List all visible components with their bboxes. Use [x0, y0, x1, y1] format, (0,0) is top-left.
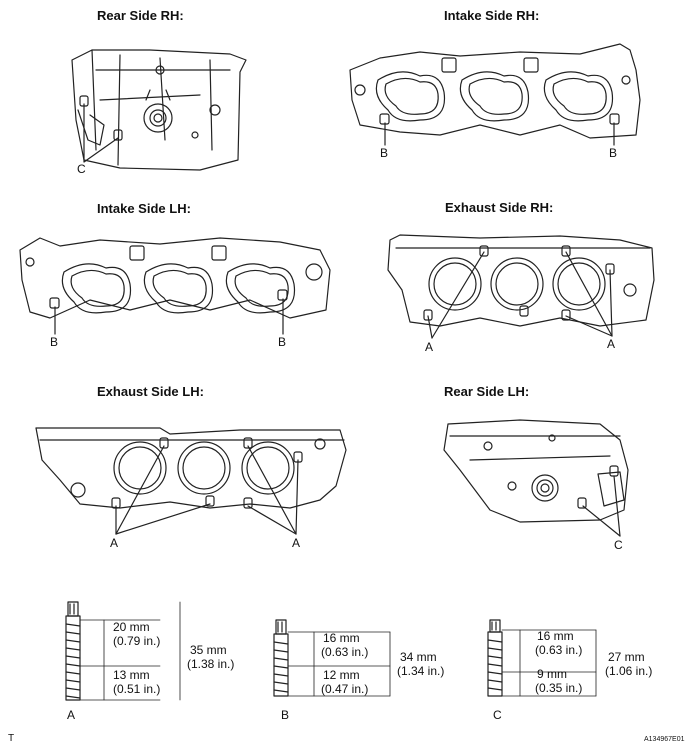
- stud-b-upper-in: (0.63 in.): [321, 645, 369, 659]
- callout-b-intake-lh-right: B: [278, 335, 287, 349]
- callout-a-exhaust-lh-left: A: [110, 536, 119, 550]
- view-title-exhaust-side-rh: Exhaust Side RH:: [445, 200, 554, 215]
- callout-c-rear-lh: C: [614, 538, 623, 552]
- rear-side-lh-view: [443, 419, 629, 523]
- rear-lh-c-leaders: [582, 475, 621, 537]
- view-title-intake-side-lh: Intake Side LH:: [97, 201, 191, 216]
- stud-a-lower-in: (0.51 in.): [113, 682, 161, 696]
- corner-mark: T: [8, 733, 15, 744]
- stud-a-label: A: [67, 708, 76, 722]
- exhaust-side-rh-view: [387, 234, 655, 327]
- figure-id: A134967E01: [644, 736, 685, 743]
- intake-side-rh-view: [349, 43, 641, 139]
- callout-a-exhaust-rh-right: A: [607, 337, 616, 351]
- view-title-rear-side-lh: Rear Side LH:: [444, 384, 530, 399]
- stud-c-drawing: [487, 619, 597, 697]
- stud-c-lower-in: (0.35 in.): [535, 681, 583, 695]
- stud-c-total-mm: 27 mm: [608, 650, 645, 664]
- callout-a-exhaust-lh-right: A: [292, 536, 301, 550]
- exhaust-rh-a-leaders: [427, 251, 613, 339]
- exhaust-side-lh-view: [35, 427, 347, 509]
- stud-a-upper-in: (0.79 in.): [113, 634, 161, 648]
- stud-c-total-in: (1.06 in.): [605, 664, 653, 678]
- stud-b-label: B: [281, 708, 290, 722]
- stud-b-lower-in: (0.47 in.): [321, 682, 369, 696]
- stud-b-total-in: (1.34 in.): [397, 664, 445, 678]
- stud-a-total-in: (1.38 in.): [187, 657, 235, 671]
- stud-b-upper-mm: 16 mm: [323, 631, 360, 645]
- stud-c-lower-mm: 9 mm: [537, 667, 567, 681]
- stud-c-upper-in: (0.63 in.): [535, 643, 583, 657]
- callout-c-rear-rh: C: [77, 162, 86, 176]
- intake-lh-b-leaders: [54, 298, 284, 335]
- callout-a-exhaust-rh-left: A: [425, 340, 434, 354]
- intake-side-lh-view: [19, 237, 331, 319]
- callout-b-intake-lh-left: B: [50, 335, 59, 349]
- stud-b-lower-mm: 12 mm: [323, 668, 360, 682]
- stud-c-label: C: [493, 708, 502, 722]
- stud-b-drawing: [273, 619, 391, 697]
- stud-a-drawing: [65, 601, 181, 701]
- stud-a-lower-mm: 13 mm: [113, 668, 150, 682]
- view-title-rear-side-rh: Rear Side RH:: [97, 8, 184, 23]
- callout-b-intake-rh-right: B: [609, 146, 618, 160]
- callout-b-intake-rh-left: B: [380, 146, 389, 160]
- exhaust-lh-a-leaders: [115, 445, 299, 535]
- stud-b-total-mm: 34 mm: [400, 650, 437, 664]
- rear-side-rh-view: [71, 49, 247, 171]
- view-title-exhaust-side-lh: Exhaust Side LH:: [97, 384, 204, 399]
- stud-a-total-mm: 35 mm: [190, 643, 227, 657]
- view-title-intake-side-rh: Intake Side RH:: [444, 8, 540, 23]
- rear-rh-c-leaders: [83, 103, 119, 163]
- stud-c-upper-mm: 16 mm: [537, 629, 574, 643]
- stud-a-upper-mm: 20 mm: [113, 620, 150, 634]
- intake-rh-b-leaders: [384, 122, 615, 146]
